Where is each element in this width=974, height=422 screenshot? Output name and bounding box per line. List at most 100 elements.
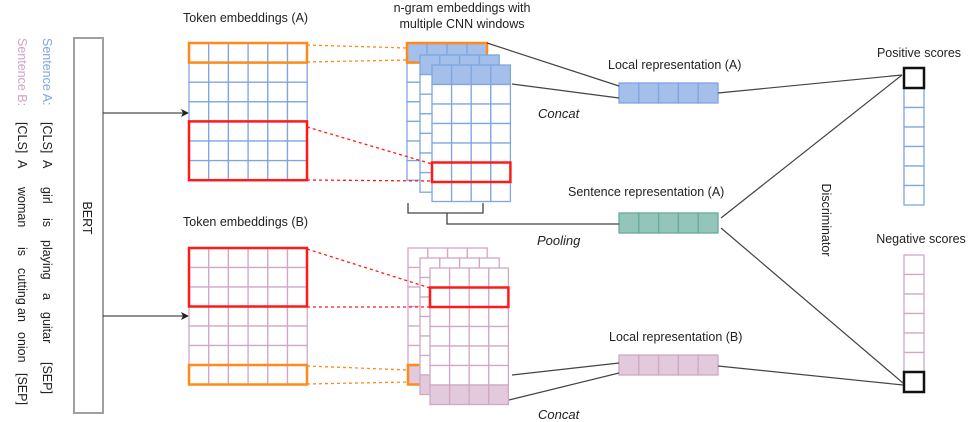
local-representation-b-label: Local representation (B) <box>609 330 742 344</box>
token-embeddings-a-cell <box>188 61 210 83</box>
sentence-a-token: guitar <box>40 312 54 343</box>
ngram-b-layer-front-cell <box>488 325 510 347</box>
token-embeddings-a-cell <box>247 42 269 64</box>
token-embeddings-a-cell <box>227 159 249 181</box>
ngram-a-layer-front-cell <box>450 64 472 86</box>
negative-scores-column-cell <box>903 312 925 334</box>
positive-scores-column-cell <box>903 145 925 167</box>
local-representation-a <box>618 82 719 104</box>
sentence-representation-a-label: Sentence representation (A) <box>568 185 724 199</box>
sentence-representation-a-cell <box>697 212 719 234</box>
ngram-b-layer-front-cell <box>429 325 451 347</box>
ngram-b-layer-front-cell <box>448 325 470 347</box>
token-embeddings-a-cell <box>247 140 269 162</box>
token-embeddings-a-cell <box>247 101 269 123</box>
ngram-b-layer-front-cell <box>429 364 451 386</box>
sentence-b-token: cutting <box>15 268 29 305</box>
bert-box <box>73 37 104 414</box>
ngram-b-layer-front-cell <box>429 384 451 406</box>
concat-a-line-2 <box>511 83 620 99</box>
ngram-b-layer-front-cell <box>488 345 510 367</box>
concat-b-line-1 <box>511 362 620 376</box>
ngram-a-layer-front-cell <box>490 161 512 183</box>
ngram-b-layer-front-cell <box>468 267 490 289</box>
ngram-a-layer-front-cell <box>431 161 453 183</box>
token-embeddings-a-cell <box>188 81 210 103</box>
bert-to-token-a-arrow <box>103 109 189 117</box>
token-embeddings-a-label: Token embeddings (A) <box>183 11 308 25</box>
ngram-a-layer-front-cell <box>490 181 512 203</box>
token-embeddings-a-cell <box>286 81 308 103</box>
token-embeddings-a-cell <box>267 81 289 103</box>
token-embeddings-b-cell <box>267 325 289 347</box>
ngram-a-layer-front-cell <box>431 83 453 105</box>
token-embeddings-a-cell <box>267 140 289 162</box>
sentence-b: Sentence B:[CLS]Awomaniscuttinganonion[S… <box>15 38 29 405</box>
sentence-representation-a-cell <box>677 212 699 234</box>
token-b-orange-window <box>187 363 309 386</box>
bert-to-token-b-arrow <box>103 312 189 320</box>
token-embeddings-b-cell <box>227 305 249 327</box>
ngram-b-layer-front <box>429 267 510 406</box>
sentence-a-token: a <box>40 293 54 300</box>
ngram-b-layer-front-cell <box>448 384 470 406</box>
token-embeddings-b-cell <box>286 325 308 347</box>
token-embeddings-b-cell <box>188 325 210 347</box>
token-embeddings-b-cell <box>227 325 249 347</box>
positive-scores-column <box>903 87 925 206</box>
negative-scores-column-cell <box>903 293 925 315</box>
token-embeddings-a-cell <box>227 61 249 83</box>
token-embeddings-a-cell <box>188 159 210 181</box>
sentence-a-token: girl <box>40 187 54 204</box>
positive-scores-column-cell <box>903 126 925 148</box>
token-b-red-window <box>187 246 309 308</box>
token-embeddings-b-cell <box>208 364 230 386</box>
token-embeddings-b-cell <box>267 286 289 308</box>
ngram-a-layer-front-cell <box>450 161 472 183</box>
negative-scores-column-cell <box>903 332 925 354</box>
token-embeddings-b-cell <box>227 266 249 288</box>
positive-score-box <box>902 66 926 90</box>
token-embeddings-a-cell <box>267 42 289 64</box>
token-embeddings-a-cell <box>208 101 230 123</box>
concat-a-line-1 <box>486 42 620 87</box>
token-embeddings-b-cell <box>188 266 210 288</box>
token-embeddings-b-cell <box>208 266 230 288</box>
dash-orange-a-bottom <box>306 59 408 63</box>
token-embeddings-b <box>188 247 308 386</box>
token-embeddings-b-cell <box>247 344 269 366</box>
local-representation-a-cell <box>677 82 699 104</box>
token-embeddings-b-cell <box>286 247 308 269</box>
ngram-a-front-red-window <box>430 161 512 184</box>
positive-scores-label: Positive scores <box>877 46 961 60</box>
negative-scores-label: Negative scores <box>876 232 966 246</box>
token-embeddings-b-cell <box>286 286 308 308</box>
token-embeddings-a-cell <box>208 120 230 142</box>
token-embeddings-a-cell <box>227 81 249 103</box>
local-representation-b-cell <box>657 354 680 376</box>
token-embeddings-b-cell <box>267 247 289 269</box>
token-embeddings-b-cell <box>227 364 249 386</box>
discriminator-label: Discriminator <box>819 184 833 257</box>
sentence-a-token: [SEP] <box>40 362 54 394</box>
token-embeddings-a-cell <box>267 61 289 83</box>
positive-scores-column-cell <box>903 87 925 109</box>
ngram-b-layer-front-cell <box>468 345 490 367</box>
local-representation-b-cell <box>618 354 640 376</box>
token-embeddings-a-cell <box>286 159 308 181</box>
token-embeddings-b-cell <box>267 364 289 386</box>
dash-red-a-bottom <box>306 179 433 182</box>
local-representation-a-cell <box>657 82 680 104</box>
token-embeddings-a-cell <box>247 120 269 142</box>
token-embeddings-b-cell <box>208 305 230 327</box>
ngram-a-layer-front-cell <box>450 83 472 105</box>
grids <box>187 41 926 406</box>
token-embeddings-a-cell <box>247 81 269 103</box>
local-representation-a-cell <box>638 82 660 104</box>
token-embeddings-b-cell <box>188 305 210 327</box>
token-embeddings-b-cell <box>286 344 308 366</box>
token-embeddings-b-cell <box>267 305 289 327</box>
token-embeddings-b-label: Token embeddings (B) <box>183 215 308 229</box>
ngram-a-layer-front-cell <box>490 103 512 125</box>
